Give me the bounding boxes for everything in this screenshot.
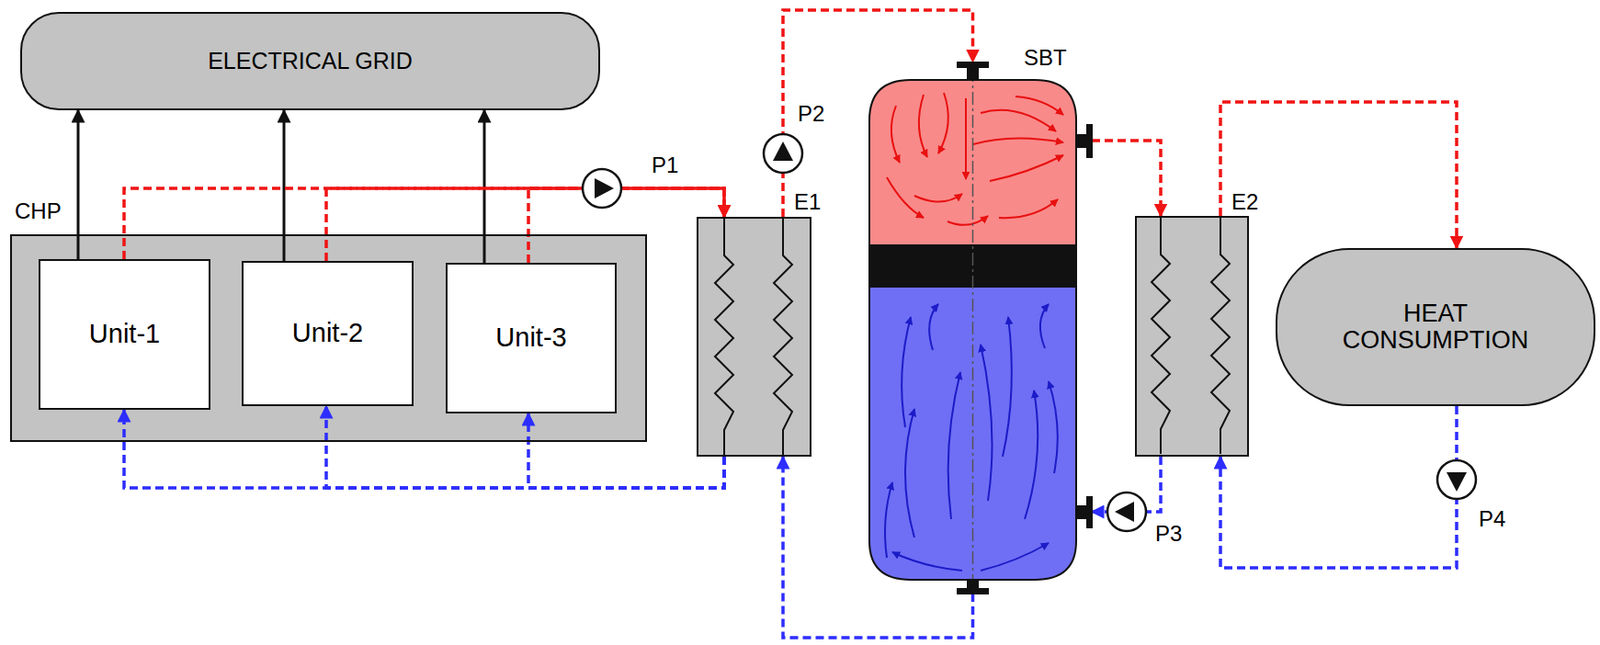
chp-housing-fill <box>10 234 647 443</box>
power-arrow <box>483 110 487 263</box>
consumer-box: HEAT CONSUMPTION <box>1275 248 1596 407</box>
node-label: CHP <box>14 199 62 224</box>
hot-water-line <box>528 188 725 263</box>
node-label: E1 <box>794 190 821 215</box>
node-label: Unit-2 <box>292 318 364 349</box>
pump-label: P1 <box>649 153 681 178</box>
heat-exchanger: E2 <box>1134 215 1249 457</box>
storage-tank-figure <box>859 41 1099 598</box>
chp-plant-box: CHPUnit-1Unit-2Unit-3 <box>10 234 647 443</box>
node-label: Unit-3 <box>495 323 567 353</box>
cold-water-line <box>124 409 725 488</box>
heat-exchanger-coils <box>698 218 810 455</box>
storage-tank: SBT <box>859 41 1099 598</box>
cold-water-line <box>528 413 725 488</box>
pump-label: P3 <box>1153 521 1184 546</box>
node-label: SBT <box>1023 45 1067 70</box>
heat-exchanger: E1 <box>696 216 812 457</box>
cold-water-line <box>326 406 725 488</box>
grid-box: ELECTRICAL GRID <box>20 11 601 111</box>
pump-label: P2 <box>795 102 827 126</box>
node-label: Unit-1 <box>89 319 160 350</box>
cold-water-line <box>1220 406 1457 568</box>
node-label: HEAT CONSUMPTION <box>1320 300 1551 354</box>
pump-symbol <box>1437 460 1476 500</box>
node-label: E2 <box>1231 190 1259 215</box>
hot-water-line <box>1220 102 1457 249</box>
hot-water-line <box>326 188 725 261</box>
pump-symbol <box>582 169 622 208</box>
hot-water-line <box>1091 140 1161 216</box>
pump-label: P4 <box>1476 507 1508 532</box>
power-arrow <box>77 110 80 260</box>
pump-symbol <box>1107 492 1147 532</box>
unit-box: Unit-3 <box>445 262 617 414</box>
unit-box: Unit-1 <box>38 259 211 410</box>
power-arrow <box>283 110 286 261</box>
unit-box: Unit-2 <box>241 260 414 407</box>
pump-symbol <box>763 134 803 173</box>
heat-exchanger-coils <box>1136 217 1249 454</box>
node-label: ELECTRICAL GRID <box>207 48 413 75</box>
hot-water-line <box>124 188 725 260</box>
